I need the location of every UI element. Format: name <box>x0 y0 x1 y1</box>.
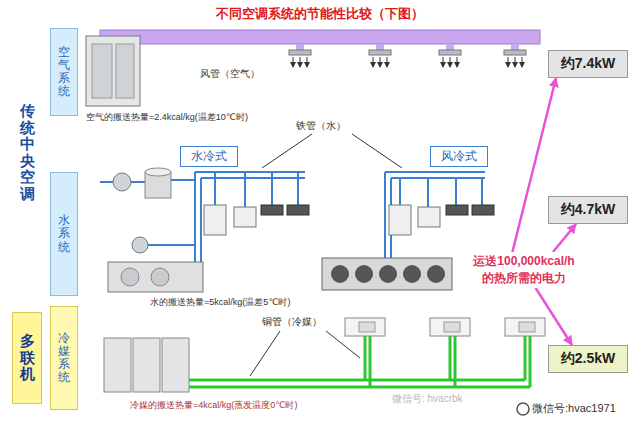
type-box: 水冷式 <box>180 146 238 167</box>
floor-unit <box>204 205 226 235</box>
airflow-arrows <box>380 57 381 67</box>
air-cooled-chiller <box>322 258 452 290</box>
vertical-text: 水系统 <box>58 214 70 254</box>
watermark: 微信号:hvac1971 <box>532 402 616 415</box>
pipe-label: 铜管（冷媒） <box>262 316 322 328</box>
power-box: 约4.7kW <box>548 196 628 224</box>
airflow-arrows <box>387 57 388 67</box>
power-arrow <box>512 78 556 252</box>
cooling-tower-top <box>145 168 171 176</box>
box-text: 约7.4kW <box>561 55 615 73</box>
diffuser <box>439 50 461 55</box>
wall-unit <box>418 207 440 227</box>
system-group-label: 传统中央空调 <box>12 95 42 210</box>
duct-drop <box>296 44 304 50</box>
fan <box>379 265 397 283</box>
callout-text: 运送100,000kcal/h 的热所需的电力 <box>466 252 582 288</box>
pipe-label: 铁管（水） <box>296 120 346 132</box>
copper-pipes <box>189 336 530 387</box>
cassette-unit <box>505 318 545 336</box>
vertical-text: 传统中央空调 <box>20 103 35 202</box>
fan <box>355 265 373 283</box>
note: 水的搬送热量=5kcal/kg(温差5℃时) <box>150 297 290 308</box>
airflow-arrows <box>450 57 451 67</box>
fan <box>331 265 349 283</box>
vrf-outdoor-unit <box>162 338 189 392</box>
chiller-part <box>151 268 169 286</box>
duct-outlets <box>296 44 519 50</box>
pipe-label: 风管（空气） <box>200 68 260 80</box>
leader-line <box>262 134 402 168</box>
title-text: 不同空调系统的节能性比较（下图） <box>0 5 640 23</box>
cassette-unit <box>345 318 385 336</box>
system-label: 水系统 <box>50 172 78 296</box>
box-text: 约4.7kW <box>561 201 615 219</box>
duct-drop <box>376 44 384 50</box>
power-arrow <box>536 288 572 345</box>
fan <box>403 265 421 283</box>
airflow-arrows <box>373 57 374 67</box>
airflow-arrows <box>300 57 301 67</box>
diffuser <box>289 50 311 55</box>
vrf-outdoor-unit <box>104 338 131 392</box>
pump <box>113 173 131 191</box>
type-box: 风冷式 <box>430 146 488 167</box>
system-label: 空气系统 <box>50 28 78 116</box>
airflow-arrows <box>443 57 444 67</box>
ahu-panel <box>116 44 134 98</box>
leader-line <box>250 331 360 376</box>
water-pipes <box>385 172 485 258</box>
box-text: 水冷式 <box>191 148 227 165</box>
airflow-arrows <box>515 57 516 67</box>
note: 冷媒的搬送热量=4kcal/kg(蒸发温度0℃时) <box>130 400 297 411</box>
cassette-unit <box>287 205 309 215</box>
cassette-unit <box>446 205 468 215</box>
cassette-grille <box>519 322 535 332</box>
air-handling-unit <box>86 36 140 106</box>
watermark: 微信号: hvacrbk <box>392 393 463 405</box>
duct-drop <box>511 44 519 50</box>
fan <box>427 265 445 283</box>
vertical-text: 冷媒系统 <box>58 332 70 385</box>
ahu-panel <box>92 44 112 98</box>
cassette-grille <box>359 322 375 332</box>
airflow-arrows <box>293 57 294 67</box>
airflow-arrows <box>522 57 523 67</box>
floor-unit <box>389 205 411 235</box>
pump <box>132 237 148 253</box>
cassette-unit <box>261 205 283 215</box>
diffuser <box>369 50 391 55</box>
vertical-text: 空气系统 <box>58 46 70 99</box>
system-group-label: 多联机 <box>12 312 42 404</box>
box-text: 运送100,000kcal/h 的热所需的电力 <box>467 253 581 287</box>
system-label: 冷媒系统 <box>50 306 78 410</box>
box-text: 约2.5kW <box>561 350 615 368</box>
power-box: 约7.4kW <box>548 50 628 78</box>
airflow-arrows <box>508 57 509 67</box>
diffuser <box>504 50 526 55</box>
diffusers <box>289 50 526 55</box>
cassette-unit <box>430 318 470 336</box>
box-text: 风冷式 <box>441 148 477 165</box>
vertical-text: 多联机 <box>20 333 35 383</box>
airflow-arrows <box>457 57 458 67</box>
power-arrow <box>553 224 576 252</box>
chiller-part <box>121 268 139 286</box>
chiller <box>108 262 203 292</box>
cassette-grille <box>444 322 460 332</box>
wechat-icon <box>517 403 529 415</box>
note: 空气的搬送热量=2.4kcal/kg(温差10℃时) <box>86 112 248 123</box>
wall-unit <box>234 207 256 227</box>
vrf-outdoor-unit <box>133 338 160 392</box>
airflow-arrows <box>307 57 308 67</box>
air-duct <box>100 30 540 44</box>
water-pipes <box>100 172 305 262</box>
duct-drop <box>446 44 454 50</box>
power-box: 约2.5kW <box>548 345 628 373</box>
cassette-unit <box>472 205 494 215</box>
